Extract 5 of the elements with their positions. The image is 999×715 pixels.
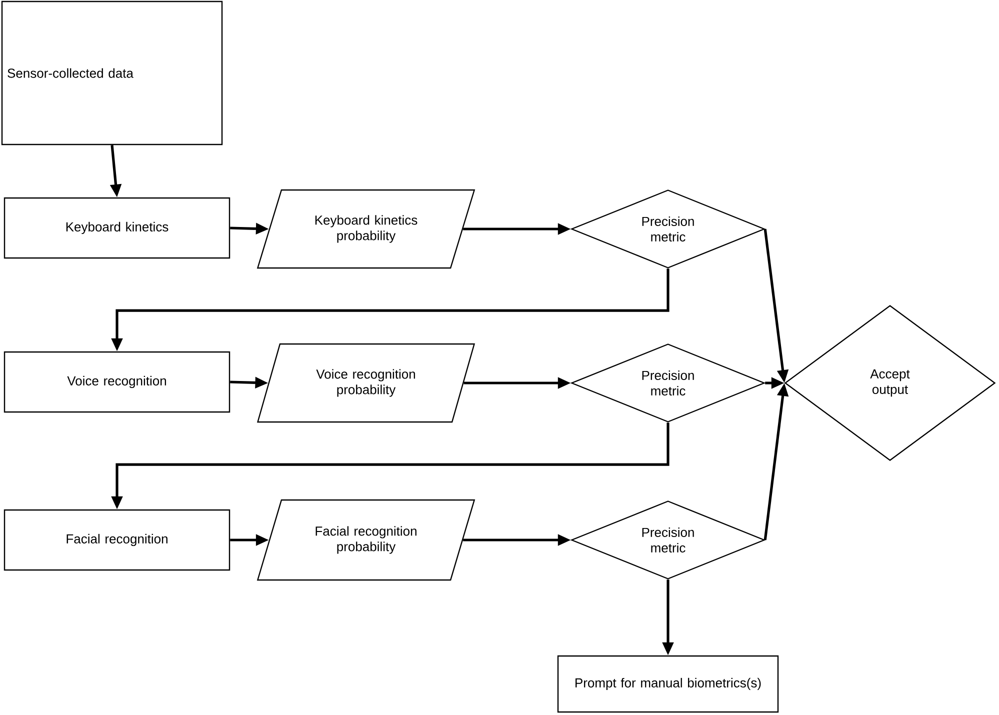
process-box: Prompt for manual biometrics(s) <box>557 655 779 713</box>
process-box: Facial recognition <box>4 509 230 571</box>
process-box: Voice recognition <box>4 351 230 413</box>
process-box: Keyboard kinetics <box>4 197 230 259</box>
process-box: Sensor-collected data <box>1 0 223 146</box>
